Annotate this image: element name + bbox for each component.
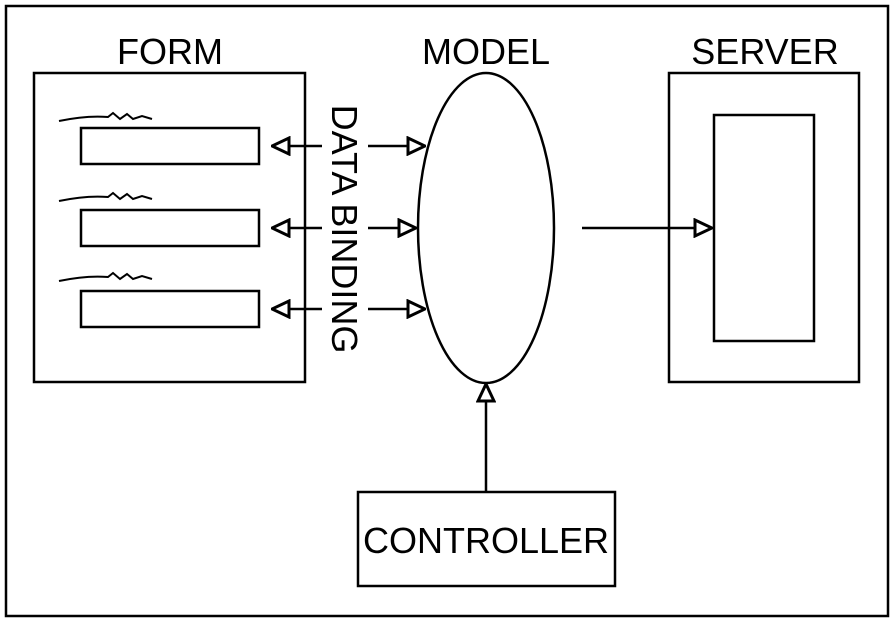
data-binding-label: DATA BINDING [324, 105, 365, 354]
model-ellipse [416, 71, 556, 385]
controller-label: CONTROLLER [363, 520, 609, 561]
field-label-scribble [58, 191, 153, 202]
server-title: SERVER [691, 31, 838, 72]
form-field-3 [58, 271, 261, 329]
form-box [32, 71, 307, 384]
form-title: FORM [117, 31, 223, 72]
field-label-scribble [58, 271, 153, 282]
server-inner-box [712, 113, 816, 343]
field-input-box [79, 126, 261, 166]
field-input-box [79, 289, 261, 329]
form-field-1 [58, 111, 261, 166]
form-field-2 [58, 191, 261, 248]
controller-box [356, 490, 617, 588]
field-label-scribble [58, 111, 153, 122]
outer-frame [4, 4, 890, 618]
field-input-box [79, 208, 261, 248]
model-title: MODEL [422, 31, 550, 72]
server-box [667, 71, 861, 384]
